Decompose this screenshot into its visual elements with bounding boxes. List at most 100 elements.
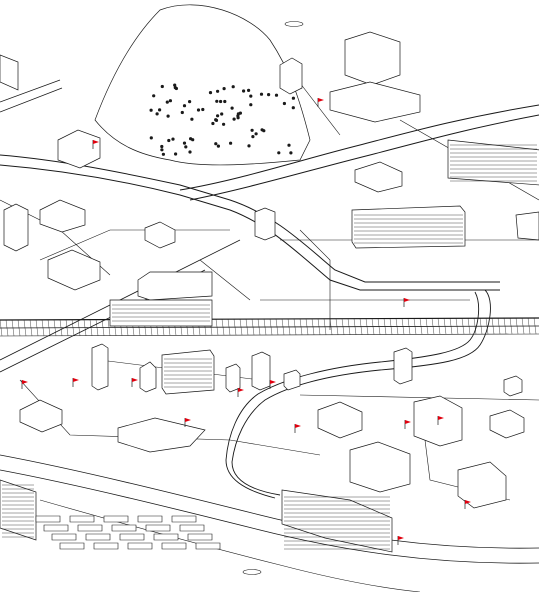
flag-marker	[132, 378, 138, 387]
housing-unit	[44, 525, 68, 531]
building-hill-right	[280, 58, 302, 94]
rail-tie	[474, 318, 476, 334]
rail-tie	[78, 320, 80, 336]
rail-tie	[66, 320, 68, 336]
tree	[219, 99, 223, 104]
flag-marker	[404, 298, 410, 307]
tree	[260, 128, 264, 132]
rail-tie	[402, 318, 404, 334]
housing-unit	[104, 516, 128, 522]
rail-tie	[486, 318, 488, 334]
tree	[173, 83, 177, 87]
rail-tie	[54, 320, 56, 336]
tree	[232, 117, 236, 121]
rail-tie	[354, 319, 356, 335]
housing-unit	[36, 516, 60, 522]
tree	[149, 108, 153, 112]
rail-tie	[396, 318, 398, 334]
tree	[160, 84, 164, 89]
plaza-left	[20, 400, 62, 432]
housing-unit	[52, 534, 76, 540]
tree	[149, 136, 153, 140]
small-block-f	[284, 370, 300, 390]
tree	[249, 103, 253, 107]
flag-marker	[405, 420, 411, 429]
housing-unit	[60, 543, 84, 549]
lower-road-2	[0, 470, 539, 563]
hill-trees	[149, 83, 295, 156]
housing-unit	[112, 525, 136, 531]
housing-unit	[120, 534, 144, 540]
industrial-right	[448, 140, 539, 185]
building-warehouse-left	[48, 250, 100, 290]
flag-marker	[318, 98, 324, 107]
blimps	[243, 22, 303, 575]
tree	[216, 89, 220, 93]
cross-street-3	[300, 395, 539, 400]
lower-road-1	[0, 455, 539, 548]
elevated-highway-lower	[0, 165, 500, 290]
rail-tie	[456, 318, 458, 334]
tree	[287, 143, 291, 147]
rail-tie	[0, 320, 2, 336]
building-far-right	[490, 410, 524, 438]
rail-tie	[60, 320, 62, 336]
tree	[249, 94, 253, 98]
tree	[230, 106, 234, 110]
tree	[289, 151, 293, 155]
rail-tie	[360, 319, 362, 335]
tree	[189, 137, 193, 141]
rail-tie	[222, 319, 224, 335]
tree	[229, 141, 233, 145]
housing-unit	[162, 543, 186, 549]
building-complex-top	[345, 32, 400, 85]
rail-tie	[414, 318, 416, 334]
housing-units-grid	[36, 516, 220, 549]
rail-tie	[288, 319, 290, 335]
rail-tie	[258, 319, 260, 335]
tree	[216, 144, 220, 148]
rail-tie	[372, 319, 374, 335]
tree	[223, 99, 227, 104]
rail-tie	[324, 319, 326, 335]
rail-tie	[42, 320, 44, 336]
housing-unit	[70, 516, 94, 522]
tree	[180, 110, 184, 115]
flag-marker	[465, 500, 471, 509]
tree	[184, 145, 188, 149]
tower-left	[4, 204, 28, 251]
rail-tie	[306, 319, 308, 335]
tower-b	[140, 362, 156, 392]
building-center-lower	[350, 442, 410, 492]
tree	[254, 132, 258, 136]
rail-tie	[264, 319, 266, 335]
flag-marker	[270, 380, 276, 389]
building-hill-left	[58, 130, 100, 168]
rail-line-b	[0, 326, 539, 328]
blimp-top	[285, 22, 303, 27]
flags	[22, 98, 471, 545]
tree	[182, 141, 187, 145]
flag-marker	[238, 388, 244, 397]
building-complex-base	[330, 82, 420, 122]
rail-tie	[504, 318, 506, 334]
tree	[214, 142, 218, 146]
tree	[190, 117, 194, 121]
tree	[251, 135, 255, 139]
tree	[152, 94, 156, 98]
housing-unit	[196, 543, 220, 549]
road-network	[0, 5, 539, 592]
rail-tie	[18, 320, 20, 336]
rail-tie	[90, 320, 92, 336]
housing-unit	[146, 525, 170, 531]
building-cluster-left	[40, 200, 85, 232]
rail-line-c	[0, 334, 539, 336]
road-top-left-ramp	[0, 80, 62, 112]
rail-tie	[438, 318, 440, 334]
tree	[214, 118, 218, 122]
rail-tie	[378, 318, 380, 334]
small-block-h	[504, 376, 522, 396]
tree	[208, 91, 213, 95]
rail-tie	[36, 320, 38, 336]
hill-outline	[95, 5, 310, 165]
